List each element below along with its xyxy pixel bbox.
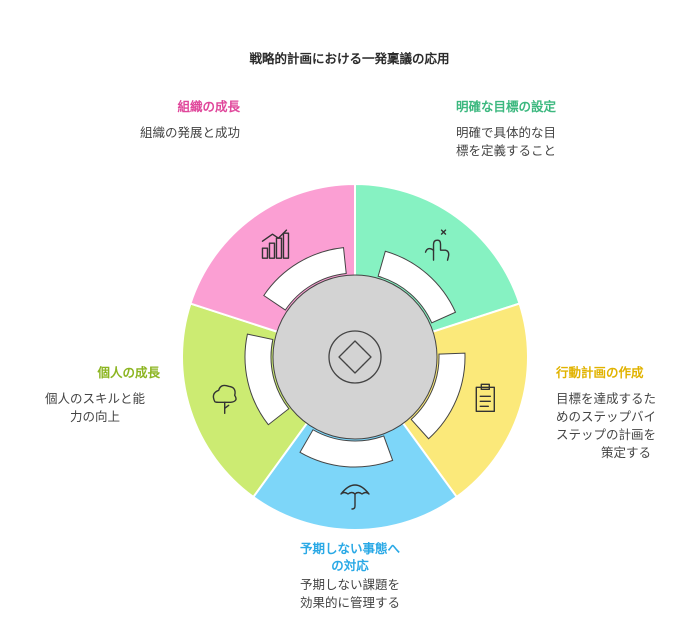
label-plan-desc-line: 策定する — [600, 445, 651, 460]
growing-tree-icon — [212, 384, 237, 415]
ring-segment-plan — [410, 352, 466, 440]
ring-segment-personal — [244, 333, 290, 426]
label-org-title: 組織の成長 — [177, 99, 240, 114]
diamond-arrows-icon — [328, 330, 382, 384]
label-plan-desc-line: めのステップバイ — [556, 409, 657, 424]
label-personal-desc-line: 個人のスキルと能 — [44, 391, 145, 406]
clipboard-icon — [475, 383, 495, 413]
ring-segment-goal — [377, 250, 457, 324]
diagram-title: 戦略的計画における一発稟議の応用 — [249, 51, 450, 66]
label-personal-desc-line: 力の向上 — [69, 409, 120, 424]
ring-segment-risk — [299, 429, 394, 468]
label-plan-desc: 目標を達成するた めのステップバイ ステップの計画を 策定する — [556, 390, 696, 462]
label-goal-desc: 明確で具体的な目 標を定義すること — [456, 124, 636, 160]
label-goal-desc-line: 標を定義すること — [456, 143, 557, 158]
label-org-desc: 組織の発展と成功 — [139, 125, 240, 140]
label-plan-desc-line: 目標を達成するた — [556, 391, 657, 406]
label-risk-title: 予期しない事態へ の対応 — [270, 540, 430, 574]
label-personal-title: 個人の成長 — [97, 365, 160, 380]
label-risk-desc-line: 効果的に管理する — [299, 595, 400, 610]
label-risk-title-line: の対応 — [331, 558, 369, 573]
umbrella-icon — [340, 484, 370, 510]
label-personal-desc: 個人のスキルと能 力の向上 — [20, 390, 170, 426]
label-goal-desc-line: 明確で具体的な目 — [456, 125, 557, 140]
bar-chart-icon — [261, 229, 290, 259]
label-plan-title: 行動計画の作成 — [556, 365, 644, 380]
label-risk-desc-line: 予期しない課題を — [299, 577, 400, 592]
label-goal-title: 明確な目標の設定 — [456, 99, 557, 114]
pointing-hand-icon — [424, 229, 450, 261]
ring-segment-org — [263, 247, 347, 311]
label-risk-desc: 予期しない課題を 効果的に管理する — [270, 576, 430, 612]
label-plan-desc-line: ステップの計画を — [556, 427, 657, 442]
label-risk-title-line: 予期しない事態へ — [299, 541, 400, 556]
center-disc — [272, 274, 438, 440]
